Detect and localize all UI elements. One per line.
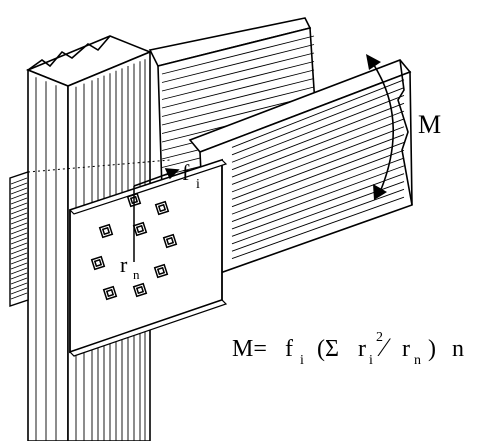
grain-line [231,141,405,208]
column-break-line [27,35,111,71]
formula-n: n [452,336,464,362]
column-left-face [27,68,69,441]
grain-line [10,202,28,210]
formula-r-subscript: i [369,353,373,368]
formula-r: r [358,336,366,362]
steel-plate [68,158,228,357]
formula-open-sum: (Σ [317,336,339,362]
force-arrow-shaft [133,172,171,187]
grain-line [10,232,28,240]
grain-line [161,61,315,100]
formula-r-denominator: r [402,336,410,362]
grain-line [10,237,28,245]
grain-line [231,126,405,193]
grain-line [10,212,28,220]
grain-line [10,242,28,250]
grain-line [231,173,405,237]
grain-line [161,69,315,109]
formula-lhs: M= [232,336,267,362]
left-side-plate [9,171,29,307]
bolt [102,285,118,301]
grain-line [10,187,28,195]
grain-line [10,257,28,265]
formula-f-subscript: i [300,353,304,368]
grain-line [161,78,315,117]
beam-break-line [397,59,413,206]
formula-close-paren: ) [428,336,436,362]
grain-line [10,182,28,190]
moment-label: M [418,110,441,139]
formula-r-denominator-subscript: n [414,353,421,368]
grain-line [161,44,315,83]
moment-arc [371,61,394,193]
grain-line [10,267,28,275]
bolt [154,200,170,216]
bolt [132,221,148,237]
moment-arrow [366,54,394,200]
grain-line [10,207,28,215]
grain-line [10,262,28,270]
formula-f: f [285,336,293,362]
formula-r-superscript: 2 [376,330,383,345]
bolt [132,282,148,298]
bolt [90,255,106,271]
vectors [133,168,180,262]
moment-arrowhead-bottom [373,184,387,200]
front-beam-grain [231,79,405,260]
grain-line [231,118,405,185]
grain-line [10,252,28,260]
left-plate-hatch [10,177,28,300]
bolt-group [90,192,178,301]
grain-line [231,149,405,215]
grain-line [231,95,405,163]
bolt [153,263,169,279]
grain-line [10,277,28,285]
grain-line [10,282,28,290]
grain-line [161,86,315,126]
grain-line [231,196,405,260]
grain-line [161,52,315,92]
grain-line [231,134,405,200]
grain-line [10,247,28,255]
radius-label-subscript: n [133,267,140,282]
grain-line [231,102,405,171]
bolt [162,233,178,249]
grain-line [10,217,28,225]
grain-line [161,35,315,75]
moment-arrowhead-top [366,54,381,70]
radius-label: r [120,252,128,277]
grain-line [231,110,405,178]
steel-plate-bottom-edge [68,299,228,357]
grain-line [10,227,28,235]
hidden-edge-line [27,159,171,173]
grain-line [10,192,28,200]
grain-line [10,272,28,280]
force-label: f [182,160,190,185]
grain-line [231,188,405,252]
grain-line [10,287,28,295]
grain-line [231,79,405,148]
bolt [98,223,114,239]
grain-line [231,87,405,156]
grain-line [231,165,405,230]
grain-line [10,197,28,205]
grain-line [231,157,405,222]
grain-line [10,222,28,230]
grain-line [10,177,28,185]
moment-formula: M= f i (Σ r i 2 ⁄ r n ) n [232,330,464,368]
force-label-subscript: i [196,177,200,192]
force-arrow-head [164,168,180,180]
grain-line [10,292,28,300]
